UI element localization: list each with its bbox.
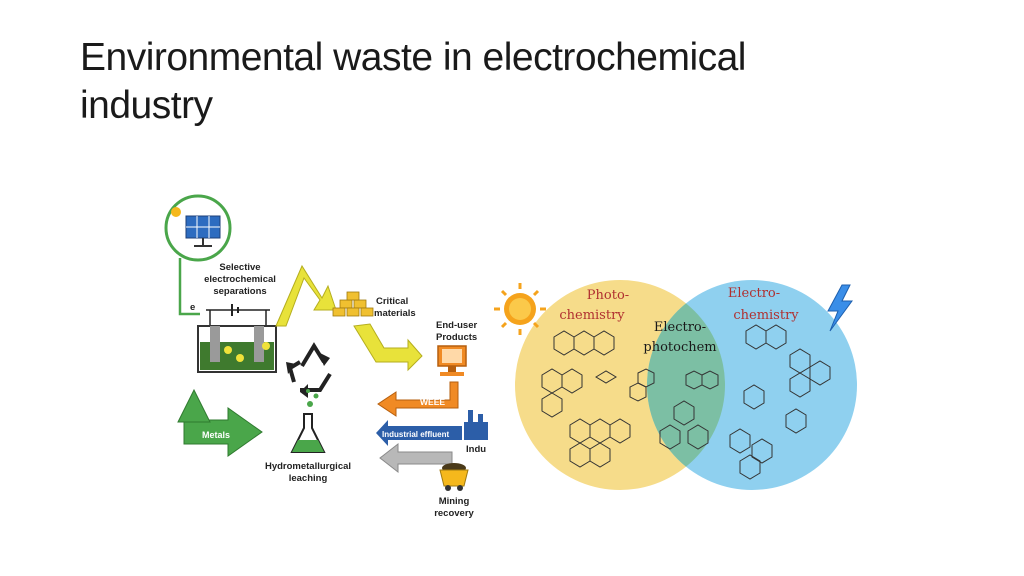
factory-icon	[464, 410, 488, 440]
flask-icon	[290, 389, 326, 453]
electro-molecules	[729, 324, 831, 480]
selective-label-3: separations	[213, 286, 266, 297]
critical-label-2: materials	[374, 308, 416, 319]
mining-arrow	[379, 442, 453, 474]
recycle-icon	[286, 342, 332, 398]
enduser-label-2: Products	[436, 332, 477, 343]
weee-arrow	[377, 381, 459, 417]
mine-cart-icon	[439, 463, 469, 491]
metals-arrow	[177, 388, 263, 457]
chemistry-venn-diagram: Photo- chemistry Electro- chemistry Elec…	[494, 280, 857, 490]
critical-label-1: Critical	[376, 296, 408, 307]
arrow-to-critical	[275, 264, 337, 327]
electro-label-1: Electro-	[728, 286, 780, 301]
indu-label: Indu	[466, 444, 486, 455]
selective-label-1: Selective	[219, 262, 260, 273]
arrow-to-enduser	[353, 323, 423, 372]
photo-molecules	[541, 330, 631, 468]
photo-label-2: chemistry	[559, 308, 625, 323]
electrochemical-cell-icon	[197, 304, 277, 373]
lightning-icon	[827, 284, 853, 332]
mining-label-2: recovery	[434, 508, 474, 519]
title-line-2: industry	[80, 84, 213, 127]
selective-label-2: electrochemical	[204, 274, 276, 285]
solar-panel-icon	[164, 194, 232, 262]
overlap-label-2: photochem	[643, 340, 716, 355]
gold-bars-icon	[332, 291, 374, 317]
metals-label: Metals	[202, 430, 230, 440]
electron-label: e	[190, 302, 195, 313]
weee-label: WEEE	[420, 397, 445, 407]
effluent-arrow	[376, 420, 462, 446]
hydro-label-1: Hydrometallurgical	[265, 461, 351, 472]
computer-icon	[437, 345, 467, 376]
hydro-label-2: leaching	[289, 473, 328, 484]
mining-label-1: Mining	[439, 496, 470, 507]
photo-label-1: Photo-	[587, 288, 629, 303]
overlap-molecules	[629, 368, 719, 450]
slide-title: Environmental waste in electrochemical i…	[80, 34, 900, 130]
title-line-1: Environmental waste in electrochemical	[80, 36, 746, 79]
overlap-label-1: Electro-	[654, 320, 706, 335]
enduser-label-1: End-user	[436, 320, 477, 331]
electro-label-2: chemistry	[733, 308, 799, 323]
sun-icon	[494, 283, 546, 335]
overlap-region	[647, 280, 725, 490]
recycling-cycle-diagram: Selective electrochemical separations e …	[164, 194, 488, 519]
effluent-label: Industrial effluent	[382, 430, 449, 439]
